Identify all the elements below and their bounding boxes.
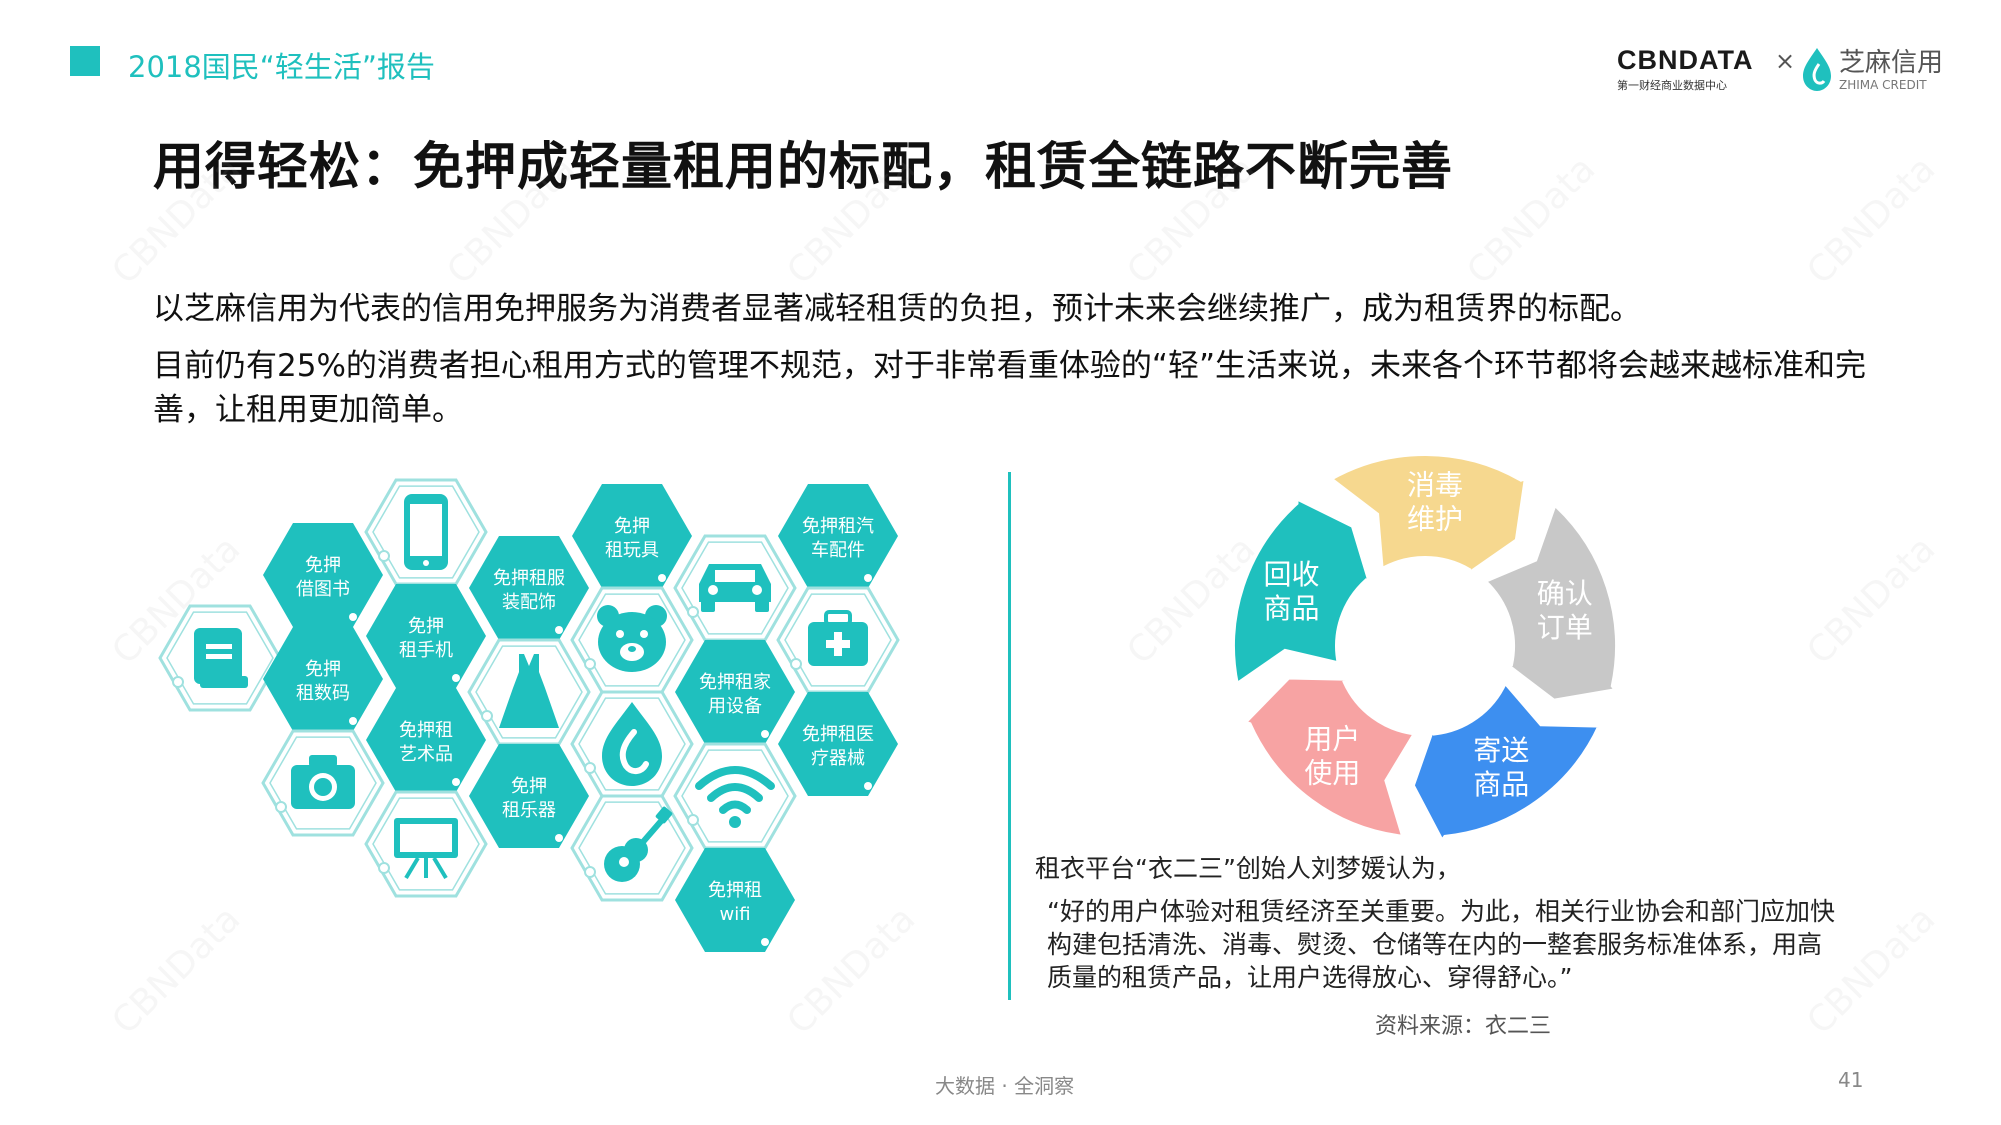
hex-label-digital: 租数码 [296,683,350,704]
hex-label-car: 车配件 [811,540,865,561]
watermark: CBNData [1459,148,1604,293]
hex-label-wifi: 免押租 [708,880,762,901]
hex-label-toys: 免押 [614,516,650,537]
medical-kit-icon [776,586,900,694]
hex-label-digital: 免押 [305,659,341,680]
hex-label-car: 免押租汽 [802,516,874,537]
zhima-credit-en: ZHIMA CREDIT [1839,78,1927,92]
hex-label-clothing: 装配饰 [502,592,556,613]
paragraph-1: 以芝麻信用为代表的信用免押服务为消费者显著减轻租赁的负担，预计未来会继续推广，成… [153,291,1641,327]
cycle-step-label: 订单 [1537,611,1593,644]
watermark: CBNData [1799,148,1944,293]
cycle-step-label: 商品 [1263,592,1319,625]
quote-body: “好的用户体验对租赁经济至关重要。为此，相关行业协会和部门应加快构建包括清洗、消… [1047,897,1835,992]
phone-icon [364,478,488,586]
bear-icon [570,586,694,694]
cycle-step-label: 维护 [1407,502,1463,535]
cycle-step-label: 确认 [1537,577,1593,610]
brand-logos: CBNDATA 第一财经商业数据中心 × 芝麻信用 ZHIMA CREDIT [1617,45,1943,92]
zhima-logo-icon [1803,48,1831,91]
hex-label-appliance: 免押租家 [699,672,771,693]
rental-categories-hexagon-grid: 免押借图书免押租数码免押租手机免押租艺术品免押租服装配饰免押租乐器免押租玩具免押… [158,478,900,952]
header-square-marker [70,46,100,76]
footer-slogan: 大数据 · 全洞察 [935,1074,1075,1098]
founder-quote-block: 租衣平台“衣二三”创始人刘梦媛认为， “好的用户体验对租赁经济至关重要。为此，相… [1035,852,1835,994]
zhima-credit-cn: 芝麻信用 [1839,48,1943,78]
zhima-drop-icon [570,690,694,798]
hex-label-wifi: wifi [719,904,750,925]
camera-icon [261,729,385,837]
hex-label-music: 租乐器 [502,800,556,821]
guitar-icon [570,794,694,902]
hex-label-medical: 疗器械 [811,748,865,769]
watermark: CBNData [1799,528,1944,673]
cbndata-logo: CBNDATA [1617,45,1753,75]
cycle-step-label: 用户 [1304,722,1360,755]
quote-intro: 租衣平台“衣二三”创始人刘梦媛认为， [1035,854,1461,883]
dress-icon [467,638,591,746]
car-icon [673,534,797,642]
source-note: 资料来源：衣二三 [1375,1014,1552,1039]
hex-label-books: 免押 [305,555,341,576]
hex-label-medical: 免押租医 [802,724,874,745]
hex-label-art: 艺术品 [399,744,453,765]
hex-label-clothing: 免押租服 [493,568,565,589]
hex-category-wifi: 免押租 wifi [675,848,795,952]
cycle-step-label: 使用 [1304,756,1360,789]
book-icon [158,604,282,712]
hex-label-toys: 租玩具 [605,540,659,561]
paragraph-2: 目前仍有25%的消费者担心租用方式的管理不规范，对于非常看重体验的“轻”生活来说… [153,348,1867,428]
cbndata-subtitle: 第一财经商业数据中心 [1617,78,1727,92]
cycle-step-label: 寄送 [1473,734,1529,767]
wifi-icon [673,742,797,850]
hex-label-books: 借图书 [296,579,350,600]
report-header-title: 2018国民“轻生活”报告 [128,50,435,84]
hex-label-phone: 租手机 [399,640,453,661]
cross-sign: × [1775,47,1795,75]
hex-label-art: 免押租 [399,720,453,741]
vertical-divider [1008,472,1011,1000]
whiteboard-icon [364,790,488,898]
slide-title: 用得轻松：免押成轻量租用的标配，租赁全链路不断完善 [153,138,1454,197]
hex-label-music: 免押 [511,776,547,797]
cycle-step-label: 商品 [1473,768,1529,801]
page-number: 41 [1838,1068,1864,1092]
cycle-step-label: 消毒 [1407,468,1463,501]
cycle-step-label: 回收 [1263,558,1319,591]
hex-label-phone: 免押 [408,616,444,637]
hex-label-appliance: 用设备 [708,696,762,717]
